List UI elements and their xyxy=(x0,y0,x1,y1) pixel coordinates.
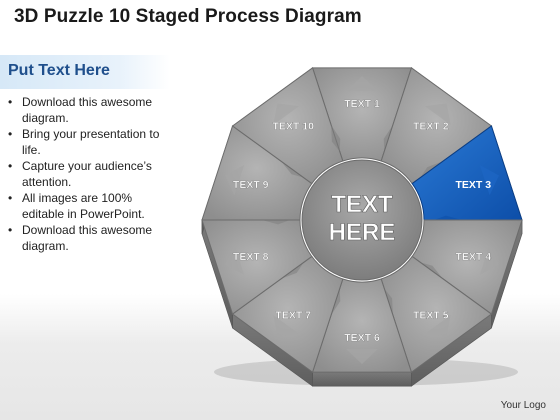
puzzle-arrow-icon xyxy=(225,165,245,196)
center-hub xyxy=(301,159,423,281)
puzzle-arrow-icon xyxy=(273,315,299,337)
sidebar-heading-bar xyxy=(0,55,170,89)
puzzle-segment: TEXT 10 xyxy=(231,67,344,185)
puzzle-arrow-icon xyxy=(273,103,299,125)
puzzle-arrow-icon xyxy=(479,165,499,196)
puzzle-arrow-icon xyxy=(425,315,451,337)
puzzle-segment: TEXT 2 xyxy=(380,67,493,185)
segment-label: TEXT 10 xyxy=(273,120,315,132)
puzzle-piece xyxy=(231,255,344,373)
bullet-item: All images are 100% editable in PowerPoi… xyxy=(8,190,168,222)
puzzle-piece xyxy=(201,125,313,221)
puzzle-piece xyxy=(411,125,523,221)
center-text: TEXT xyxy=(331,191,393,218)
puzzle-segment: TEXT 5 xyxy=(380,255,493,373)
puzzle-piece xyxy=(380,67,493,185)
puzzle-arrow-icon xyxy=(479,244,499,275)
sidebar-heading: Put Text Here xyxy=(8,62,110,79)
puzzle-arrow-icon xyxy=(346,349,378,364)
puzzle-arrow-icon xyxy=(331,124,341,152)
logo-placeholder: Your Logo xyxy=(500,400,546,411)
puzzle-segment: TEXT 8 xyxy=(201,215,313,315)
bullet-item: Download this awesome diagram. xyxy=(8,222,168,254)
puzzle-segment: TEXT 9 xyxy=(201,125,313,221)
puzzle-piece xyxy=(411,219,523,315)
segment-label: TEXT 8 xyxy=(233,251,269,263)
center-text: HERE xyxy=(329,219,396,246)
puzzle-arrow-icon xyxy=(225,244,245,275)
puzzle-segment: TEXT 4 xyxy=(411,219,523,315)
bullet-item: Bring your presentation to life. xyxy=(8,126,168,158)
segment-label: TEXT 2 xyxy=(413,120,449,132)
segment-label: TEXT 5 xyxy=(413,310,449,322)
puzzle-piece xyxy=(201,219,313,315)
puzzle-piece xyxy=(231,67,344,185)
segment-label: TEXT 9 xyxy=(233,179,269,191)
puzzle-piece xyxy=(380,255,493,373)
puzzle-arrow-icon xyxy=(346,76,378,91)
bullet-list: Download this awesome diagram. Bring you… xyxy=(8,94,168,254)
puzzle-arrow-icon xyxy=(425,103,451,125)
bullet-item: Capture your audience’s attention. xyxy=(8,158,168,190)
diagram-side-face xyxy=(312,371,412,387)
bullet-item: Download this awesome diagram. xyxy=(8,94,168,126)
segment-label: TEXT 1 xyxy=(344,98,380,110)
segment-label: TEXT 3 xyxy=(455,179,491,191)
segment-label: TEXT 6 xyxy=(344,332,380,344)
segment-label: TEXT 7 xyxy=(275,310,311,322)
page-title: 3D Puzzle 10 Staged Process Diagram xyxy=(14,6,362,27)
segment-label: TEXT 4 xyxy=(455,251,491,263)
